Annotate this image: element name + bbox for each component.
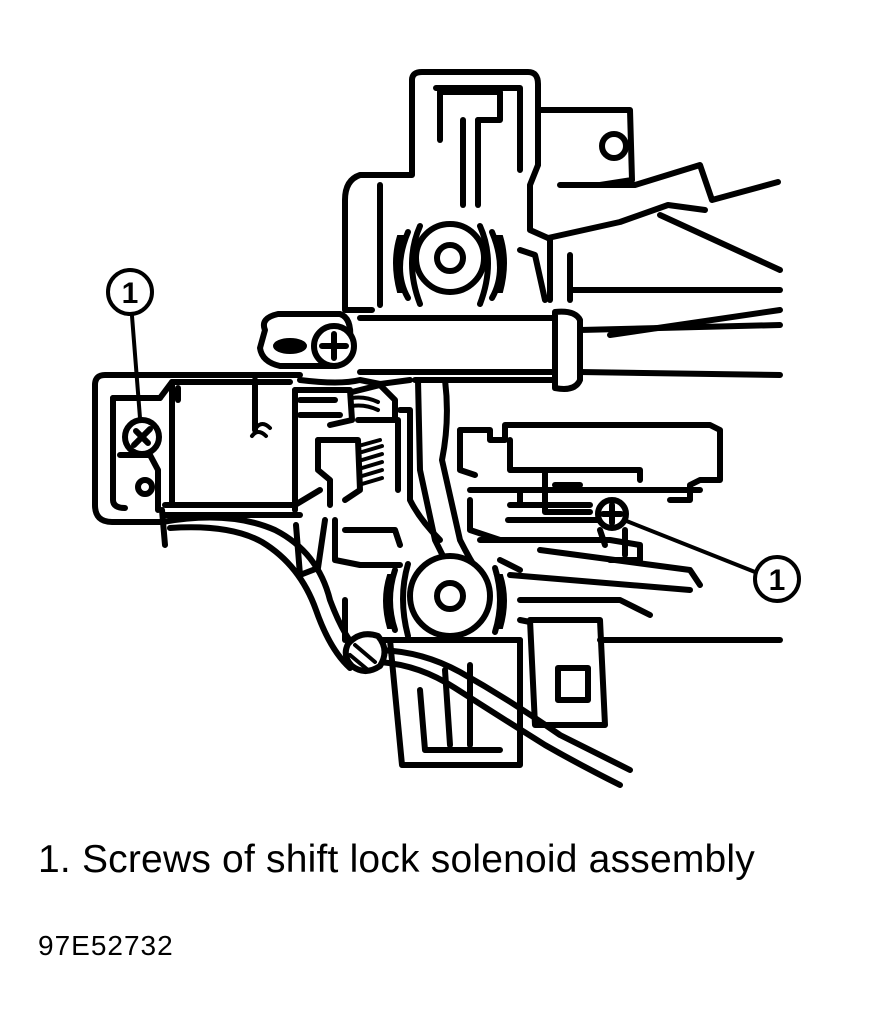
callout-1-right: 1	[622, 518, 801, 603]
shift-lock-solenoid-diagram: 1 1	[92, 69, 801, 788]
shaft-screw	[311, 323, 357, 369]
right-screw	[595, 497, 629, 531]
callout-1-right-label: 1	[769, 564, 786, 597]
lower-pivot	[383, 553, 507, 639]
actuator-arm	[397, 377, 558, 578]
left-screw	[122, 417, 162, 497]
upper-pivot	[393, 221, 507, 307]
legend: 1. Screws of shift lock solenoid assembl…	[38, 838, 755, 882]
right-bracket	[457, 422, 723, 593]
callout-1-left-label: 1	[122, 277, 139, 310]
upper-bracket	[342, 69, 783, 313]
callout-1-left: 1	[106, 268, 154, 420]
solenoid-plunger	[292, 377, 413, 513]
mounting-hole	[599, 131, 629, 161]
legend-item: 1. Screws of shift lock solenoid assembl…	[38, 838, 755, 881]
figure-id: 97E52732	[38, 930, 174, 961]
wire-harness	[159, 507, 633, 788]
